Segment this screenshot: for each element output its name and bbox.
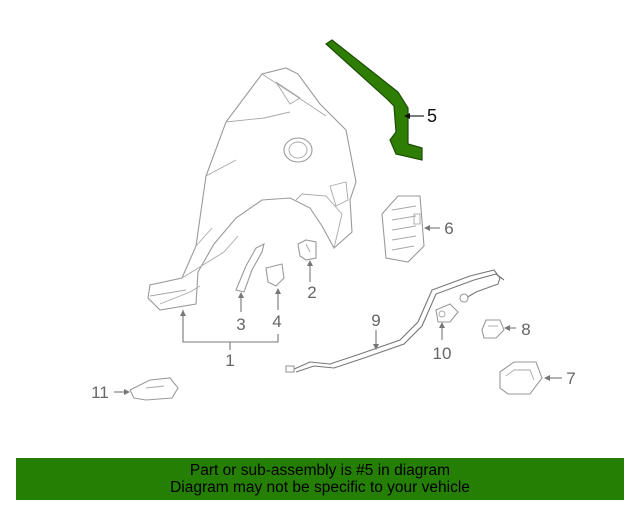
callout-7[interactable]: 7 [566, 369, 575, 388]
bracket-part-2[interactable] [297, 239, 317, 261]
callout-4[interactable]: 4 [272, 312, 281, 331]
bracket-part-11[interactable] [129, 377, 179, 401]
callout-3[interactable]: 3 [236, 315, 245, 334]
release-cable-part-9[interactable] [285, 269, 505, 373]
callout-9[interactable]: 9 [371, 311, 380, 330]
callout-1[interactable]: 1 [225, 351, 234, 370]
callout-11[interactable]: 11 [91, 383, 109, 402]
banner-line-disclaimer: Diagram may not be specific to your vehi… [170, 479, 470, 496]
latch-part-8[interactable] [481, 319, 505, 339]
arch-molding-part-3[interactable] [235, 242, 265, 293]
leader-lines [114, 113, 562, 395]
fuel-pocket-part-6[interactable] [381, 195, 425, 263]
callout-6[interactable]: 6 [444, 219, 453, 238]
info-banner: Part or sub-assembly is #5 in diagram Di… [16, 458, 624, 500]
callout-8[interactable]: 8 [521, 320, 530, 339]
cable-guide-part-10[interactable] [435, 303, 459, 323]
clip-part-4[interactable] [265, 263, 285, 287]
highlighted-part-5[interactable] [325, 39, 423, 161]
callout-5[interactable]: 5 [427, 106, 437, 126]
banner-line-part-number: Part or sub-assembly is #5 in diagram [189, 462, 451, 479]
callout-2[interactable]: 2 [307, 283, 316, 302]
fuel-door-part-7[interactable] [499, 361, 543, 395]
callout-10[interactable]: 10 [433, 344, 452, 363]
quarter-panel-part[interactable] [147, 67, 357, 311]
